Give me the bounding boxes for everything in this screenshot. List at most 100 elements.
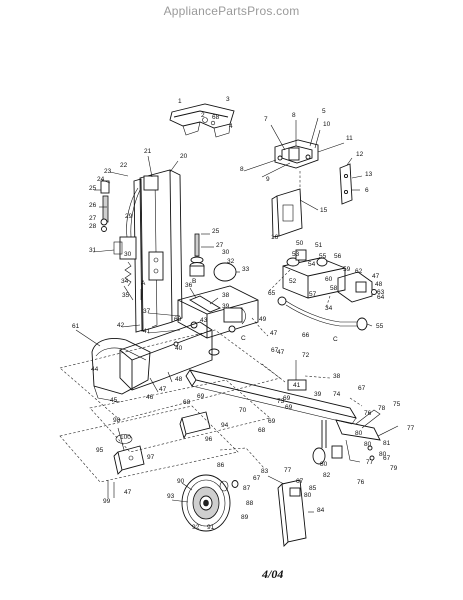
callout-92: 92	[192, 524, 200, 531]
callout-41: 41	[293, 382, 301, 389]
callout-38: 38	[333, 373, 341, 380]
callout-46: 46	[146, 394, 154, 401]
callout-30: 30	[124, 251, 132, 258]
callout-87: 87	[243, 485, 251, 492]
wheel-assembly	[171, 474, 239, 532]
callout-29: 29	[125, 213, 133, 220]
callout-58: 58	[330, 285, 338, 292]
callout-44: 44	[91, 366, 99, 373]
fender	[75, 329, 151, 403]
callout-77: 77	[407, 425, 415, 432]
callout-64: 64	[377, 294, 385, 301]
callout-67: 67	[383, 455, 391, 462]
callout-25: 25	[89, 185, 97, 192]
callout-8: 8	[292, 112, 296, 119]
callout-90: 90	[177, 478, 185, 485]
callout-69: 69	[285, 404, 293, 411]
callout-69: 69	[268, 418, 276, 425]
callout-37: 37	[143, 308, 151, 315]
callout-76: 76	[364, 410, 372, 417]
callout-77: 77	[366, 459, 374, 466]
callout-68: 68	[212, 114, 220, 121]
callout-21: 21	[144, 148, 152, 155]
callout-48: 48	[375, 281, 383, 288]
callout-36: 36	[185, 282, 193, 289]
callout-26: 26	[89, 202, 97, 209]
callout-67: 67	[271, 347, 279, 354]
callout-88: 88	[246, 500, 254, 507]
callout-69: 69	[197, 393, 205, 400]
callout-38: 38	[222, 292, 230, 299]
callout-73: 73	[277, 398, 285, 405]
callout-34: 34	[325, 305, 333, 312]
callout-35: 35	[122, 292, 130, 299]
callout-80: 80	[320, 461, 328, 468]
callout-56: 56	[334, 253, 342, 260]
vertical-beam-assembly	[92, 155, 183, 333]
callout-54: 54	[308, 261, 316, 268]
callout-84: 84	[317, 507, 325, 514]
callout-4: 4	[229, 123, 233, 130]
callout-7: 7	[264, 116, 268, 123]
callout-68: 68	[183, 399, 191, 406]
callout-59: 59	[343, 266, 351, 273]
callout-49: 49	[259, 316, 267, 323]
callout-39: 39	[222, 303, 230, 310]
callout-61: 61	[72, 323, 80, 330]
callout-60: 60	[325, 276, 333, 283]
callout-53: 53	[292, 251, 300, 258]
valve-reservoir-assembly	[267, 249, 377, 331]
callout-99: 99	[103, 498, 111, 505]
callout-6: 6	[365, 187, 369, 194]
callout-82: 82	[323, 472, 331, 479]
callout-55: 55	[319, 253, 327, 260]
tow-tongue	[185, 360, 357, 425]
wedge-cradle-assembly	[169, 103, 235, 138]
callout-labels: 1236847851011981213615162120222324252627…	[72, 96, 415, 531]
callout-5: 5	[322, 108, 326, 115]
callout-66: 66	[302, 332, 310, 339]
callout-93: 93	[167, 493, 175, 500]
jack-stand	[267, 475, 314, 547]
callout-48: 48	[175, 376, 183, 383]
callout-72: 72	[302, 352, 310, 359]
callout-83: 83	[261, 468, 269, 475]
callout-80: 80	[304, 492, 312, 499]
callout-80: 80	[355, 430, 363, 437]
callout-94: 94	[221, 422, 229, 429]
callout-68: 68	[258, 427, 266, 434]
revision-date: 4/04	[262, 567, 284, 581]
callout-22: 22	[120, 162, 128, 169]
callout-67: 67	[253, 475, 261, 482]
callout-11: 11	[346, 135, 353, 142]
watermark: AppliancePartsPros.com	[163, 4, 300, 18]
callout-47: 47	[270, 330, 278, 337]
callout-39: 39	[314, 391, 322, 398]
pump-filter-assembly	[189, 233, 240, 282]
callout-3: 3	[226, 96, 230, 103]
callout-9: 9	[266, 176, 270, 183]
hitch-assembly	[312, 397, 399, 465]
callout-20: 20	[180, 153, 188, 160]
callout-65: 65	[268, 290, 276, 297]
callout-12: 12	[356, 151, 364, 158]
callout-50: 50	[296, 240, 304, 247]
callout-68: 68	[174, 316, 182, 323]
callout-15: 15	[320, 207, 328, 214]
callout-91: 91	[207, 524, 215, 531]
callout-31: 31	[89, 247, 97, 254]
callout-28: 28	[89, 223, 97, 230]
callout-70: 70	[239, 407, 247, 414]
callout-57: 57	[309, 291, 317, 298]
callout-34: 34	[121, 278, 129, 285]
callout-96: 96	[205, 436, 213, 443]
callout-B: B	[192, 278, 196, 285]
callout-8: 8	[240, 166, 244, 173]
callout-47: 47	[159, 386, 167, 393]
base-rail	[119, 321, 213, 393]
accessory-plates	[107, 411, 211, 498]
callout-67: 67	[358, 385, 366, 392]
callout-77: 77	[284, 467, 292, 474]
callout-52: 52	[289, 278, 297, 285]
callout-74: 74	[333, 391, 341, 398]
